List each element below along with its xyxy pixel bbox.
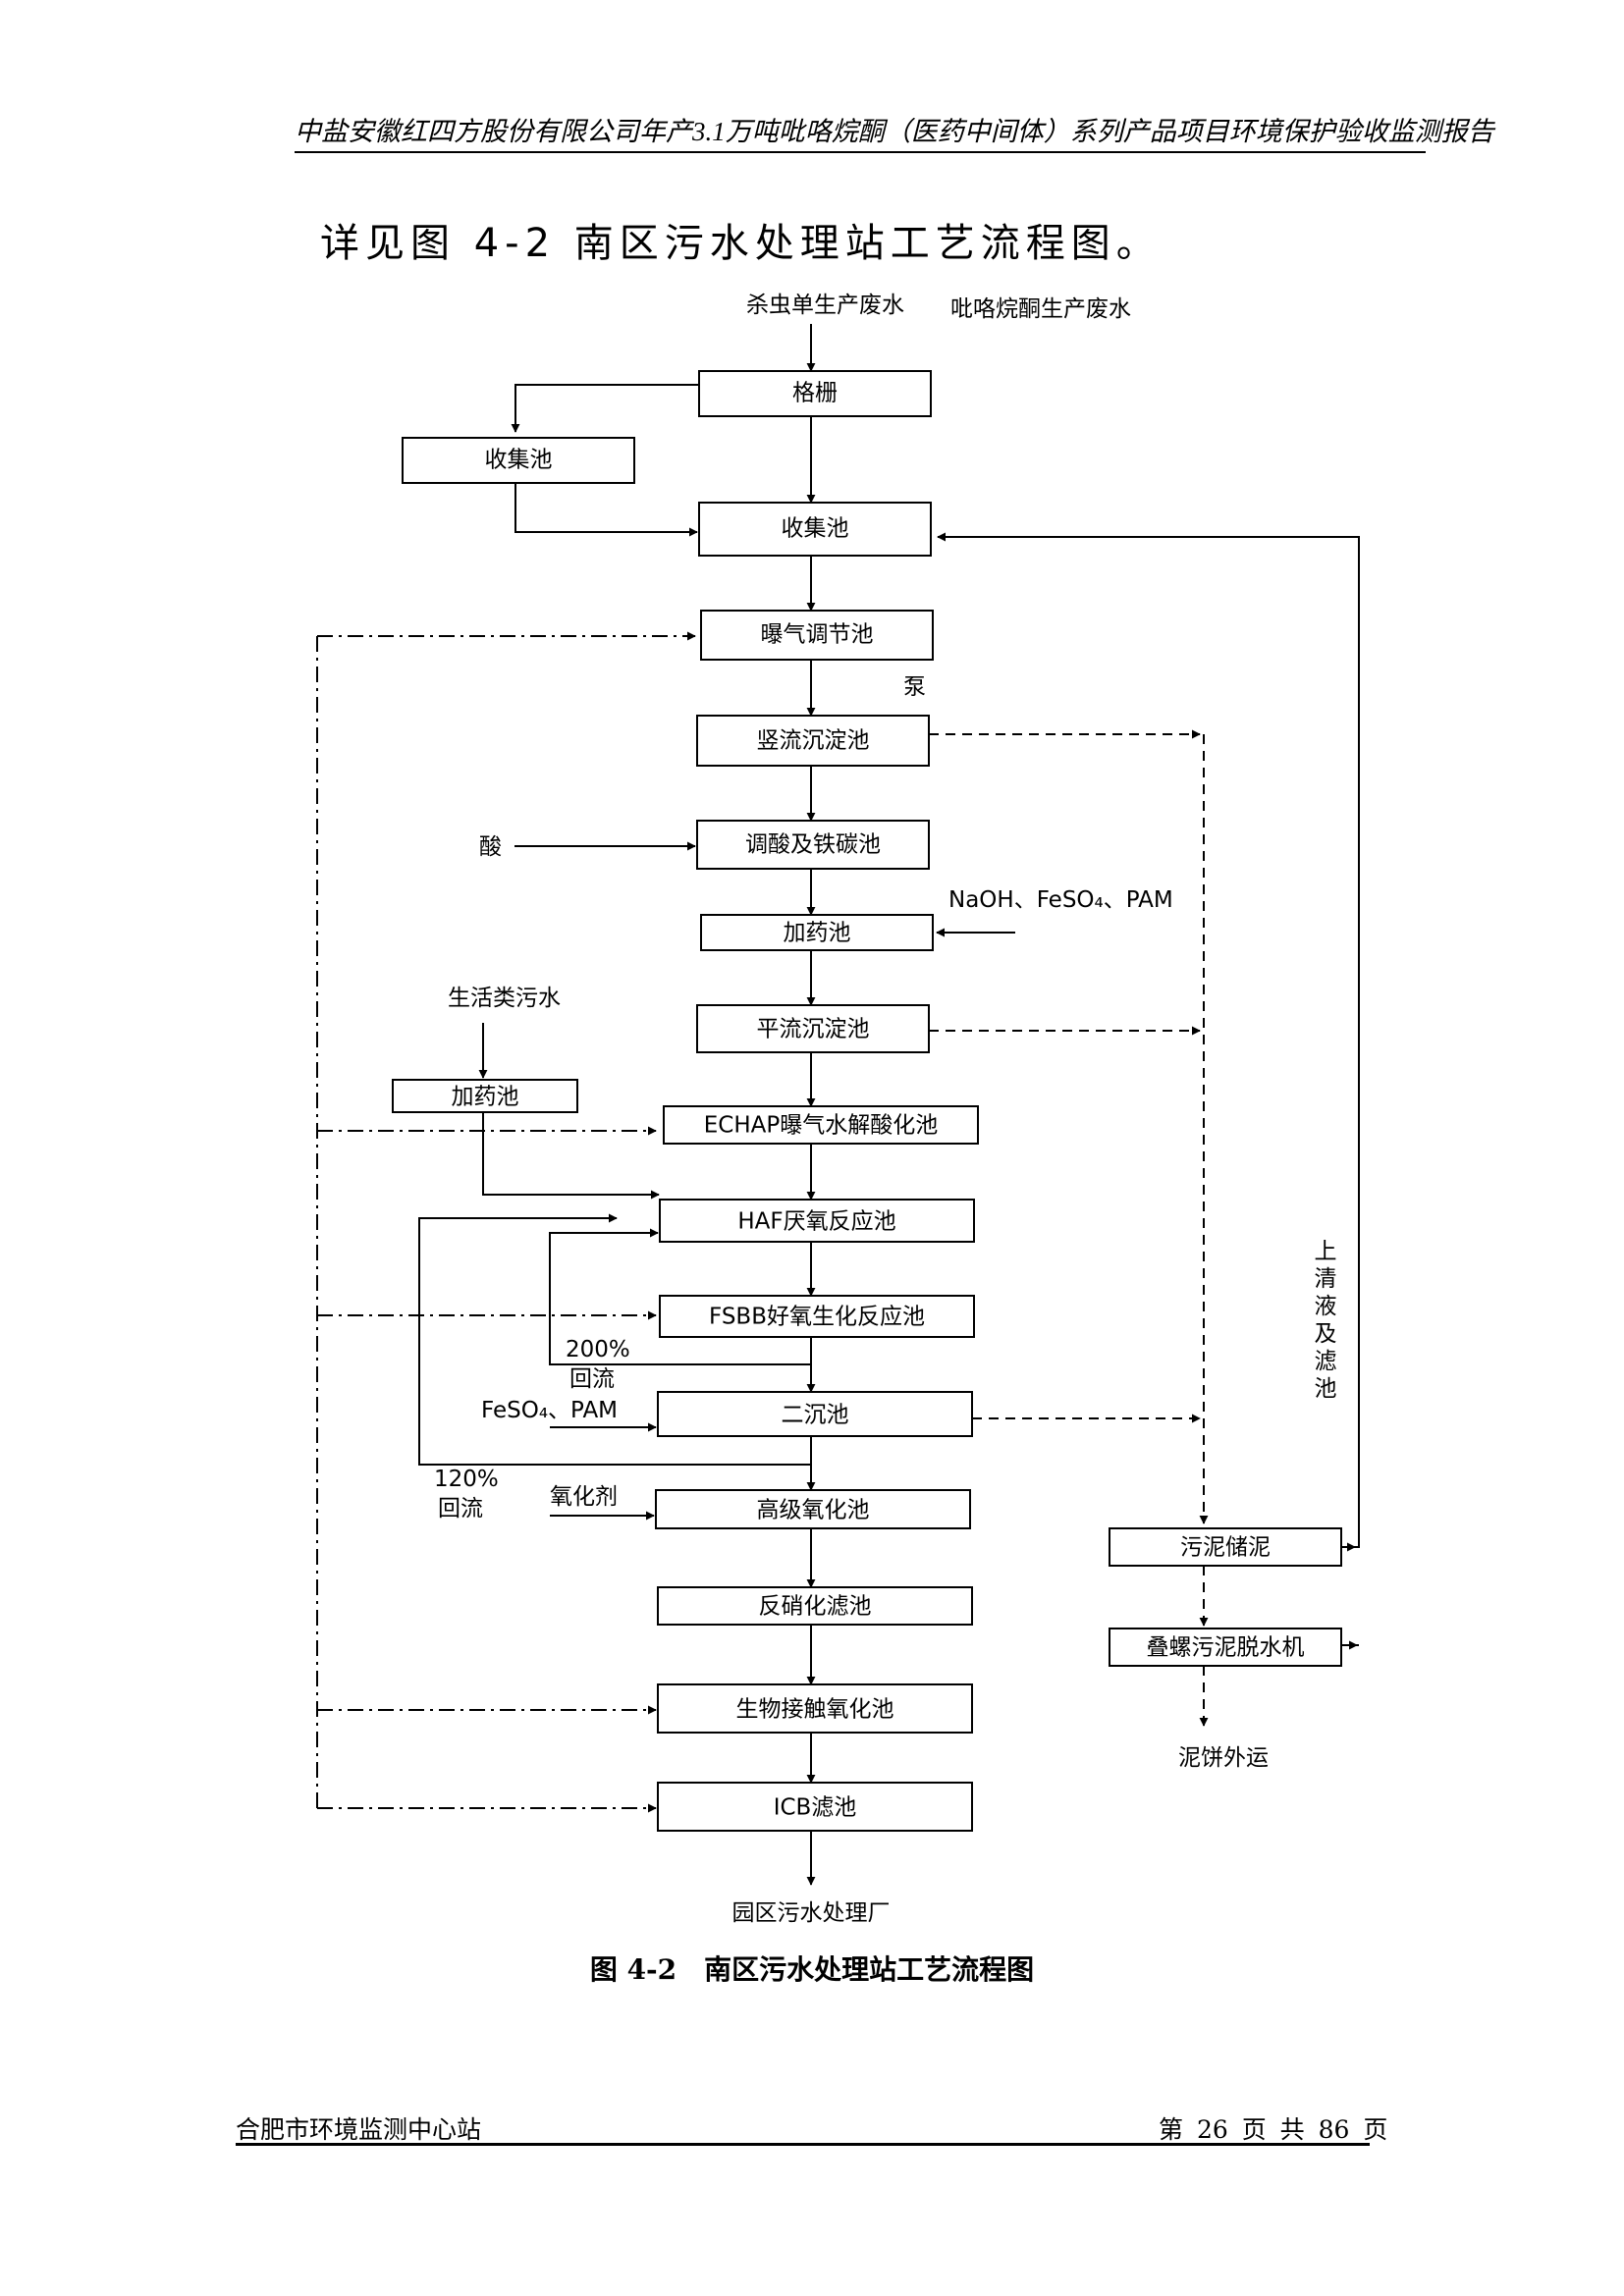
header-divider (295, 151, 1426, 153)
feso4-pam-label: FeSO₄、PAM (481, 1398, 618, 1423)
fsbb-tank-label: FSBB好氧生化反应池 (709, 1305, 925, 1330)
naoh-feso4-pam-label: NaOH、FeSO₄、PAM (948, 887, 1173, 913)
denitrification-filter-label: 反硝化滤池 (759, 1594, 872, 1620)
flat-settling-tank-box: 平流沉淀池 (696, 1004, 930, 1053)
dosing-tank-2-box: 加药池 (392, 1079, 578, 1113)
supernatant-label-char: 液 (1315, 1294, 1337, 1319)
haf-tank-label: HAF厌氧反应池 (737, 1209, 895, 1235)
vertical-settling-tank-label: 竖流沉淀池 (757, 728, 870, 754)
supernatant-label-char: 滤 (1315, 1349, 1337, 1374)
collection-tank-main-label: 收集池 (782, 516, 849, 542)
icb-filter-label: ICB滤池 (774, 1795, 857, 1821)
supernatant-label-char: 池 (1315, 1376, 1337, 1402)
supernatant-label-char: 清 (1315, 1266, 1337, 1292)
oxidant-label: 氧化剂 (550, 1484, 618, 1510)
intro-text: 详见图 4-2 南区污水处理站工艺流程图。 (320, 221, 1162, 266)
grille-label: 格栅 (792, 381, 838, 406)
acid-fe-carbon-tank-box: 调酸及铁碳池 (696, 820, 930, 870)
collection-tank-left-label: 收集池 (485, 448, 553, 473)
footer-divider (236, 2143, 1370, 2146)
icb-filter-box: ICB滤池 (657, 1782, 973, 1832)
return-200-label: 回流 (569, 1366, 615, 1392)
acid-fe-carbon-tank-label: 调酸及铁碳池 (745, 832, 881, 858)
sludge-storage-box: 污泥储泥 (1109, 1527, 1342, 1567)
park-wwtp-label: 园区污水处理厂 (732, 1900, 891, 1926)
supernatant-label-char: 及 (1315, 1321, 1337, 1347)
supernatant-label-char: 上 (1315, 1239, 1337, 1264)
aeration-tank-box: 曝气调节池 (700, 610, 934, 661)
figure-caption: 图 4-2 南区污水处理站工艺流程图 (589, 1953, 1035, 1986)
echap-tank-box: ECHAP曝气水解酸化池 (663, 1105, 979, 1145)
denitrification-filter-box: 反硝化滤池 (657, 1586, 973, 1626)
return-120-label: 回流 (438, 1496, 483, 1522)
footer-organization: 合肥市环境监测中心站 (236, 2115, 482, 2144)
dosing-tank-2-label: 加药池 (452, 1085, 519, 1110)
bio-contact-oxidation-tank-label: 生物接触氧化池 (736, 1697, 894, 1723)
screw-press-dewaterer-box: 叠螺污泥脱水机 (1109, 1628, 1342, 1667)
report-header: 中盐安徽红四方股份有限公司年产3.1万吨吡咯烷酮（医药中间体）系列产品项目环境保… (295, 117, 1494, 146)
advanced-oxidation-tank-label: 高级氧化池 (757, 1498, 870, 1523)
vertical-settling-tank-box: 竖流沉淀池 (696, 715, 930, 767)
aeration-tank-label: 曝气调节池 (761, 622, 874, 648)
acid-label: 酸 (479, 834, 502, 860)
haf-tank-box: HAF厌氧反应池 (659, 1199, 975, 1243)
return-200-percent-label: 200% (566, 1337, 630, 1362)
aeration-lines (316, 631, 696, 1813)
collection-tank-left-box: 收集池 (402, 437, 635, 484)
footer-page-info: 第 26 页 共 86 页 (1159, 2115, 1388, 2144)
secondary-settling-tank-label: 二沉池 (782, 1403, 849, 1428)
pyrrolidone-wastewater-label: 吡咯烷酮生产废水 (950, 296, 1131, 322)
bio-contact-oxidation-tank-box: 生物接触氧化池 (657, 1683, 973, 1734)
grille-box: 格栅 (698, 370, 932, 417)
sludge-flow-lines (929, 729, 1209, 1727)
advanced-oxidation-tank-box: 高级氧化池 (655, 1489, 971, 1529)
fsbb-tank-box: FSBB好氧生化反应池 (659, 1295, 975, 1338)
sludge-cake-out-label: 泥饼外运 (1178, 1745, 1269, 1771)
dosing-tank-1-box: 加药池 (700, 914, 934, 951)
collection-tank-main-box: 收集池 (698, 502, 932, 557)
echap-tank-label: ECHAP曝气水解酸化池 (704, 1113, 939, 1139)
sludge-storage-label: 污泥储泥 (1180, 1535, 1271, 1561)
screw-press-dewaterer-label: 叠螺污泥脱水机 (1147, 1635, 1305, 1661)
pump-label: 泵 (903, 674, 926, 700)
return-120-percent-label: 120% (434, 1467, 499, 1492)
domestic-sewage-label: 生活类污水 (448, 986, 561, 1011)
main-flow-lines (418, 324, 1360, 1886)
secondary-settling-tank-box: 二沉池 (657, 1391, 973, 1437)
dosing-tank-1-label: 加药池 (784, 921, 851, 946)
flat-settling-tank-label: 平流沉淀池 (757, 1017, 870, 1042)
insecticide-wastewater-label: 杀虫单生产废水 (746, 293, 904, 318)
